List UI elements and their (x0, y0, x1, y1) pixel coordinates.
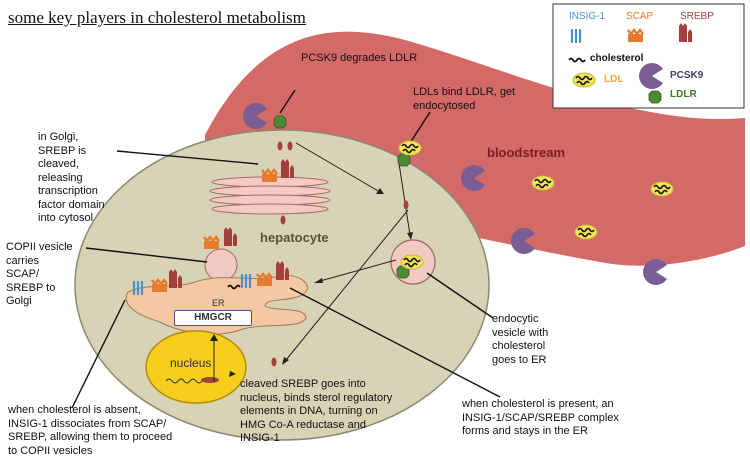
ldl-particle-icon (574, 224, 598, 240)
golgi-annotation: in Golgi, SREBP is cleaved, releasing tr… (38, 131, 105, 224)
legend-ldlr-label: LDLR (670, 89, 697, 100)
ldl-particle-icon (531, 175, 555, 191)
hmgcr-label: HMGCR (174, 310, 252, 326)
cleaved-srebp-annotation: cleaved SREBP goes into nucleus, binds s… (240, 378, 393, 444)
scap-icon (150, 278, 169, 294)
legend-srebp-label: SREBP (680, 11, 714, 22)
legend-pcsk9-label: PCSK9 (670, 70, 704, 81)
srebp-fragment-icon (403, 200, 409, 210)
arrow-heads (210, 188, 413, 377)
legend-scap-label: SCAP (626, 11, 654, 22)
hepatocyte-label: hepatocyte (260, 230, 329, 245)
cholesterol-icon (568, 57, 586, 63)
ldl-particle-icon (400, 254, 424, 270)
legend-insig-label: INSIG-1 (569, 11, 606, 22)
diagram-title: some key players in cholesterol metaboli… (8, 8, 306, 27)
ldl-bind-annotation: LDLs bind LDLR, get endocytosed (413, 86, 516, 112)
endoplasmic-reticulum (125, 274, 308, 335)
copii-vesicle (204, 248, 238, 282)
ldlr-icon (397, 153, 411, 167)
srebp-fragment-icon (277, 141, 283, 151)
nucleus-shape (145, 330, 247, 404)
er-label: ER (212, 298, 225, 308)
legend-cholesterol-label: cholesterol (590, 53, 644, 64)
scap-icon (626, 28, 645, 44)
ldl-particle-icon (398, 140, 422, 156)
ldl-particle-icon (572, 72, 596, 88)
copii-annotation: COPII vesicle carries SCAP/ SREBP to Gol… (6, 241, 73, 307)
leader-lines (71, 89, 501, 409)
legend-ldl-label: LDL (604, 74, 624, 85)
cholesterol-icon (227, 284, 241, 290)
pcsk9-annotation: PCSK9 degrades LDLR (301, 52, 418, 64)
ldl-particle-icon (650, 181, 674, 197)
srebp-on-dna (201, 377, 219, 383)
pathway-arrows (213, 142, 411, 382)
endocytic-annotation: endocytic vesicle with cholesterol goes … (492, 313, 549, 366)
cholesterol-absent-annotation: when cholesterol is absent, INSIG-1 diss… (8, 404, 173, 457)
srebp-fragment-icon (280, 215, 286, 225)
srebp-fragment-icon (271, 357, 277, 367)
bloodstream-label: bloodstream (487, 145, 566, 160)
dna-strand (165, 378, 203, 384)
srebp-fragment-icon (287, 141, 293, 151)
scap-icon (255, 272, 274, 288)
scap-icon (202, 235, 221, 251)
nucleus-label: nucleus (170, 356, 212, 370)
ldlr-icon (648, 90, 662, 104)
scap-icon (260, 168, 279, 184)
legend-box (552, 3, 745, 109)
ldlr-icon (273, 115, 287, 129)
cholesterol-present-annotation: when cholesterol is present, an INSIG-1/… (462, 398, 619, 437)
